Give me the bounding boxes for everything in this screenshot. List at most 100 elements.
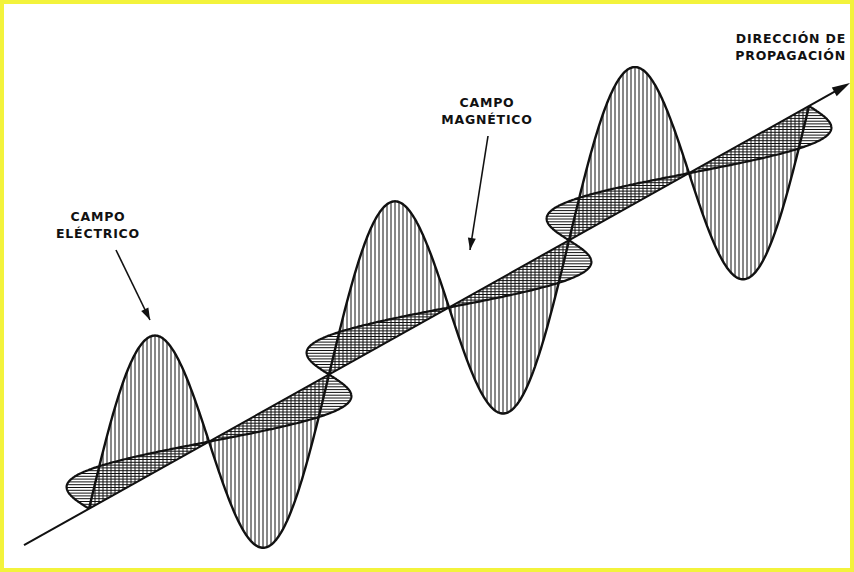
hatch-line [124, 459, 178, 460]
hatch-line [491, 284, 492, 407]
hatch-line [619, 79, 620, 212]
hatch-line [527, 264, 528, 387]
hatch-line [403, 204, 404, 333]
hatch-line [163, 339, 164, 468]
leader-arrowhead [141, 308, 150, 321]
hatch-line [363, 248, 364, 355]
hatch-line [639, 68, 640, 201]
hatch-line [467, 297, 468, 360]
hatch-line [219, 436, 220, 472]
hatch-line [251, 418, 252, 541]
field-label: CAMPO ELÉCTRICO [44, 208, 152, 242]
field-label: DIRECCIÓN DE PROPAGACIÓN [704, 30, 846, 64]
hatch-line [320, 339, 392, 340]
hatch-line [367, 238, 368, 354]
hatch-line [603, 114, 604, 221]
hatch-line [179, 361, 180, 459]
hatch-line [539, 257, 540, 355]
hatch-line [599, 126, 600, 224]
hatch-line [227, 432, 228, 495]
hatch-line [535, 259, 536, 366]
hatch-line [627, 70, 628, 208]
hatch-line [115, 407, 116, 494]
hatch-line [311, 385, 312, 448]
hatch-line [583, 183, 584, 233]
hatch-line [742, 143, 813, 144]
hatch-line [407, 208, 408, 331]
hatch-line [107, 436, 108, 499]
hatch-line [307, 353, 367, 354]
hatch-line [131, 362, 132, 485]
hatch-line [703, 165, 704, 215]
hatch-line [334, 333, 402, 334]
hatch-line [243, 423, 244, 530]
hatch-line [435, 266, 436, 315]
hatch-line [615, 86, 616, 215]
hatch-line [679, 143, 680, 179]
hatch-line [283, 400, 284, 529]
hatch-line [723, 154, 724, 261]
hatch-line [722, 154, 777, 155]
hatch-line [295, 394, 296, 501]
hatch-line [551, 250, 552, 313]
hatch-line [291, 396, 292, 512]
hatch-line [783, 121, 784, 208]
hatch-line [123, 383, 124, 490]
hatch-line [595, 139, 596, 226]
hatch-line [547, 253, 548, 328]
hatch-line [419, 227, 420, 325]
hatch-line [195, 400, 196, 450]
hatch-line [463, 300, 464, 349]
hatch-line [343, 317, 344, 367]
electric-wave [89, 67, 809, 548]
hatch-line [271, 407, 272, 545]
hatch-line [299, 391, 300, 489]
hatch-line [487, 286, 547, 287]
hatch-line [143, 342, 144, 478]
hatch-line [555, 248, 556, 298]
hatch-line [119, 394, 120, 492]
hatch-line [659, 92, 660, 189]
hatch-line [167, 342, 168, 465]
hatch-line [647, 74, 648, 197]
hatch-line [127, 372, 128, 488]
hatch-line [767, 130, 768, 253]
hatch-line [547, 219, 607, 220]
hatch-line [94, 467, 162, 468]
hatch-line [80, 473, 152, 474]
hatch-line [499, 279, 500, 412]
hatch-line [247, 420, 248, 536]
hatch-line [717, 157, 765, 158]
hatch-line [239, 425, 240, 523]
hatch-line [667, 110, 668, 185]
hatch-line [199, 412, 200, 448]
axis-arrowhead [832, 83, 850, 96]
hatch-line [795, 114, 796, 163]
hatch-line [175, 353, 176, 460]
hatch-line [262, 412, 333, 413]
hatch-line [431, 255, 432, 318]
hatch-line [282, 400, 350, 401]
hatch-line [515, 271, 516, 407]
hatch-line [772, 126, 831, 127]
hatch-line [487, 286, 488, 402]
hatch-line [482, 288, 537, 289]
hatch-line [791, 116, 792, 179]
hatch-line [315, 382, 316, 431]
hatch-line [279, 403, 280, 536]
hatch-line [699, 168, 700, 204]
hatch-line [719, 156, 720, 254]
hatch-line [543, 255, 544, 342]
hatch-line [183, 369, 184, 456]
hatch-line [139, 348, 140, 481]
leader-line [470, 136, 488, 250]
hatch-line [607, 103, 608, 219]
hatch-line [663, 101, 664, 188]
hatch-line [532, 261, 591, 262]
hatch-line [483, 288, 484, 395]
hatch-line [423, 235, 424, 322]
hatch-line [415, 219, 416, 326]
hatch-line [237, 426, 285, 427]
hatch-line [147, 339, 148, 477]
hatch-line [759, 134, 760, 267]
